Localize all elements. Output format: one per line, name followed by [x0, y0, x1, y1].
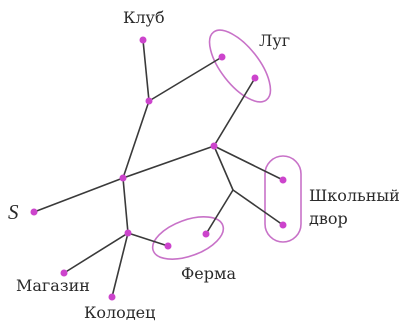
- label-club: Клуб: [123, 8, 165, 27]
- node-farm-2: [164, 242, 172, 250]
- edge-center-lower-junction: [122, 177, 129, 234]
- edge-lower-junction-farm: [127, 232, 169, 247]
- node-school-yard-2: [279, 221, 287, 229]
- node-s: [30, 208, 38, 216]
- label-school-line-2: двор: [309, 209, 348, 228]
- node-east-junction: [210, 142, 218, 150]
- edge-branch-farm: [205, 189, 234, 235]
- edge-upper-junction-meadow: [148, 56, 223, 102]
- label-farm: Ферма: [181, 264, 236, 283]
- edge-lower-junction-well: [111, 232, 129, 298]
- graph-edges: [33, 39, 284, 298]
- node-shop: [60, 269, 68, 277]
- edge-branch-school-bottom: [232, 189, 284, 226]
- node-well: [108, 293, 116, 301]
- node-meadow-1: [218, 53, 226, 61]
- label-well: Колодец: [84, 303, 155, 322]
- node-farm-1: [202, 230, 210, 238]
- label-shop: Магазин: [16, 276, 90, 295]
- edge-club-upper-junction: [142, 39, 150, 102]
- edge-east-junction-meadow: [213, 77, 256, 147]
- node-meadow-2: [251, 74, 259, 82]
- node-lower-junction: [124, 229, 132, 237]
- label-meadow: Луг: [259, 31, 290, 50]
- node-club: [139, 36, 147, 44]
- edge-east-junction-school-top: [213, 145, 284, 181]
- label-start: S: [8, 200, 19, 224]
- node-upper-junction: [145, 97, 153, 105]
- graph-labels: Клуб Луг Школьный двор S Ферма Магазин К…: [8, 8, 400, 322]
- edge-upper-junction-center: [122, 100, 150, 179]
- node-center: [119, 174, 127, 182]
- edge-east-junction-branch: [213, 145, 234, 191]
- label-school-line-1: Школьный: [309, 186, 400, 205]
- node-school-yard-1: [279, 176, 287, 184]
- school-yard-highlight: [264, 155, 302, 243]
- meadow-highlight: [208, 29, 272, 103]
- edge-lower-junction-shop: [63, 232, 129, 274]
- graph-nodes: [30, 36, 287, 301]
- highlight-outlines: [151, 29, 302, 260]
- farm-highlight: [151, 216, 225, 260]
- edge-s-center: [33, 177, 124, 213]
- edge-center-east-junction: [122, 145, 215, 179]
